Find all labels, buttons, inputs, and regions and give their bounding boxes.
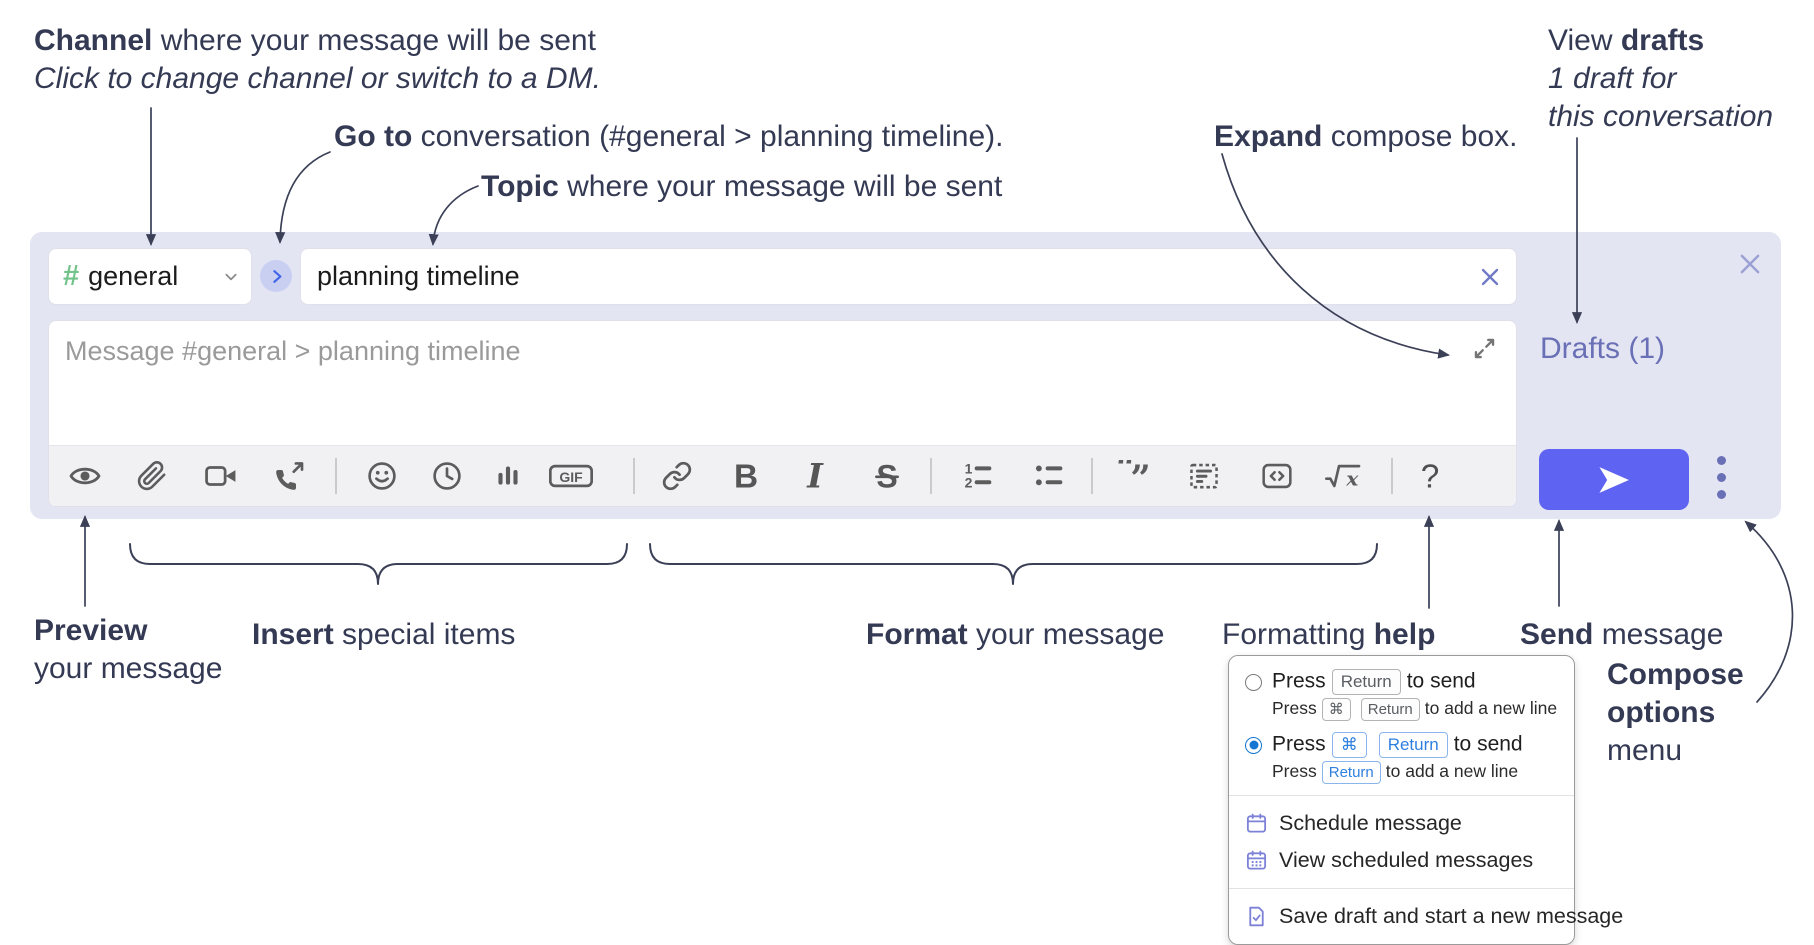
menu-item-save-draft[interactable]: Save draft and start a new message xyxy=(1245,898,1623,935)
code-icon[interactable] xyxy=(1261,460,1293,492)
annotation-expand: Expand compose box. xyxy=(1214,120,1518,153)
svg-text:“: “ xyxy=(1116,460,1136,489)
menu-item-schedule-message[interactable]: Schedule message xyxy=(1245,805,1558,842)
toolbar-separator xyxy=(1091,458,1093,494)
annotation-insert: Insert special items xyxy=(252,618,516,651)
clear-topic-icon[interactable] xyxy=(1478,265,1502,289)
expand-compose-icon[interactable] xyxy=(1471,335,1498,362)
link-icon[interactable] xyxy=(662,461,693,492)
channel-selector[interactable]: # general xyxy=(48,248,252,305)
dot xyxy=(1717,456,1726,465)
annotation-channel: Channel where your message will be sent … xyxy=(34,24,601,95)
bulleted-list-icon[interactable] xyxy=(1033,460,1065,492)
drafts-link[interactable]: Drafts (1) xyxy=(1540,332,1666,365)
annotation-goto: Go to conversation (#general > planning … xyxy=(334,120,1004,153)
annotation-send: Send message xyxy=(1520,618,1724,651)
attach-file-icon[interactable] xyxy=(137,461,168,492)
svg-text:”: ” xyxy=(1130,460,1150,492)
svg-text:1: 1 xyxy=(965,461,973,477)
dot xyxy=(1717,473,1726,482)
kbd-cmd: ⌘ xyxy=(1331,732,1367,758)
chevron-right-icon xyxy=(268,268,285,285)
kbd-return: Return xyxy=(1378,732,1448,758)
poll-icon[interactable] xyxy=(493,461,524,492)
dot xyxy=(1717,490,1726,499)
arrow-goto xyxy=(275,151,331,245)
brace-format xyxy=(649,543,1378,585)
compose-box: # general planning timeline Message #gen… xyxy=(30,232,1781,519)
message-input[interactable]: Message #general > planning timeline xyxy=(48,320,1517,507)
gif-icon[interactable]: GIF xyxy=(548,460,594,492)
annotation-compose-options: Compose options menu xyxy=(1607,658,1744,767)
menu-item-view-scheduled[interactable]: View scheduled messages xyxy=(1245,842,1558,879)
math-icon[interactable]: x xyxy=(1324,460,1362,492)
radio-unselected[interactable] xyxy=(1245,673,1262,691)
compose-options-menu-button[interactable] xyxy=(1717,456,1726,499)
annotation-view-drafts: View drafts 1 draft for this conversatio… xyxy=(1548,24,1774,133)
message-placeholder: Message #general > planning timeline xyxy=(65,336,521,366)
kbd-return: Return xyxy=(1360,698,1420,721)
svg-text:x: x xyxy=(1345,466,1359,490)
arrow-compose-options xyxy=(1744,520,1794,703)
close-compose-icon[interactable] xyxy=(1737,251,1763,277)
channel-name: general xyxy=(88,261,179,291)
annotation-formatting-help: Formatting help xyxy=(1222,618,1436,651)
topic-value: planning timeline xyxy=(317,261,520,291)
svg-text:B: B xyxy=(734,460,758,492)
emoji-icon[interactable] xyxy=(366,460,398,492)
send-icon xyxy=(1595,461,1633,499)
file-check-icon xyxy=(1245,905,1268,928)
bold-icon[interactable]: B xyxy=(730,460,762,492)
annotation-topic: Topic where your message will be sent xyxy=(481,170,1003,203)
italic-icon[interactable]: I xyxy=(799,460,831,492)
menu-separator xyxy=(1229,888,1574,889)
kbd-cmd: ⌘ xyxy=(1321,698,1351,721)
toolbar-separator xyxy=(633,458,635,494)
annotation-format: Format your message xyxy=(866,618,1165,651)
help-icon[interactable]: ? xyxy=(1414,460,1446,492)
brace-insert xyxy=(129,543,628,585)
svg-text:?: ? xyxy=(1421,460,1440,492)
chevron-down-icon xyxy=(223,269,239,285)
svg-text:GIF: GIF xyxy=(559,469,583,485)
video-call-icon[interactable] xyxy=(205,460,238,493)
kbd-return: Return xyxy=(1331,669,1401,695)
svg-text:I: I xyxy=(806,460,824,492)
kbd-return: Return xyxy=(1321,761,1381,784)
svg-text:2: 2 xyxy=(965,474,973,490)
radio-selected[interactable] xyxy=(1245,736,1262,754)
topic-input[interactable]: planning timeline xyxy=(300,248,1517,305)
menu-separator xyxy=(1229,795,1574,796)
voice-call-icon[interactable] xyxy=(274,460,306,492)
go-to-conversation-button[interactable] xyxy=(260,260,292,292)
time-icon[interactable] xyxy=(431,460,463,492)
channel-hash-icon: # xyxy=(63,260,80,292)
toolbar-separator xyxy=(930,458,932,494)
annotation-preview: Preview your message xyxy=(34,614,223,685)
send-button[interactable] xyxy=(1539,449,1689,510)
toolbar-separator xyxy=(335,458,337,494)
toolbar-separator xyxy=(1391,458,1393,494)
preview-icon[interactable] xyxy=(69,460,101,492)
strikethrough-icon[interactable]: S xyxy=(871,460,903,492)
spoiler-icon[interactable] xyxy=(1188,460,1220,492)
calendar-days-icon xyxy=(1245,849,1268,872)
quote-icon[interactable]: “” xyxy=(1116,460,1150,492)
calendar-icon xyxy=(1245,812,1268,835)
